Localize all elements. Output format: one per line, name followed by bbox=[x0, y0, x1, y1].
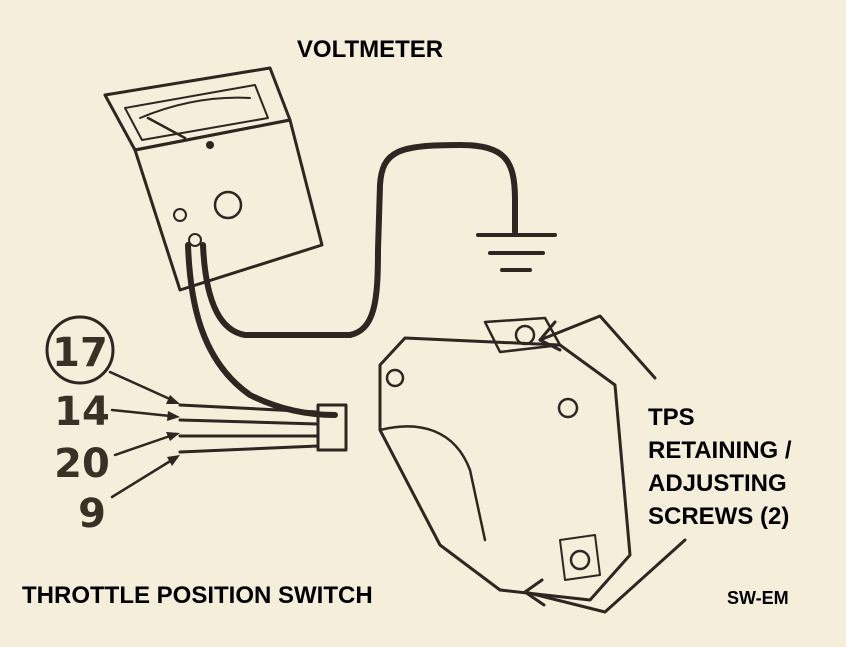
screw-icon bbox=[569, 549, 591, 571]
callout-line-4: SCREWS (2) bbox=[648, 503, 789, 530]
needle-icon bbox=[146, 116, 187, 140]
diagram-code: SW-EM bbox=[727, 588, 789, 608]
terminal-icon bbox=[173, 208, 187, 222]
wire-harness bbox=[178, 403, 320, 454]
callout-arrows bbox=[523, 314, 687, 614]
throttle-position-switch bbox=[316, 316, 632, 602]
arrow-head-icon bbox=[167, 455, 180, 466]
arrow-head-icon bbox=[166, 395, 180, 404]
screw-icon bbox=[557, 397, 579, 419]
callout-line-2: RETAINING / bbox=[648, 437, 792, 464]
zero-adjust-icon bbox=[206, 141, 214, 149]
callout-line-3: ADJUSTING bbox=[648, 470, 787, 497]
voltmeter bbox=[103, 66, 324, 292]
range-knob-icon bbox=[213, 190, 243, 220]
ground-icon bbox=[476, 233, 557, 272]
arrow-head-icon bbox=[167, 411, 180, 421]
arrow-head-icon bbox=[523, 578, 546, 607]
screw-icon bbox=[514, 324, 536, 346]
terminal-icon bbox=[188, 233, 202, 247]
component-label: THROTTLE POSITION SWITCH bbox=[22, 582, 373, 609]
arrow-head-icon bbox=[166, 432, 180, 441]
harness-wire bbox=[178, 418, 320, 426]
connector-icon bbox=[316, 403, 348, 452]
screw-icon bbox=[385, 368, 405, 388]
test-lead-to-tps bbox=[185, 242, 338, 418]
lower-screw-arrow bbox=[523, 538, 687, 614]
callout-line-1: TPS bbox=[648, 404, 695, 431]
arrow-head-icon bbox=[538, 320, 562, 352]
dial-scale-icon bbox=[139, 96, 251, 119]
test-leads bbox=[185, 142, 518, 418]
voltmeter-label: VOLTMETER bbox=[297, 36, 443, 63]
test-lead-to-ground bbox=[200, 142, 518, 338]
wire-number-17: 17 bbox=[52, 330, 108, 376]
upper-screw-arrow bbox=[538, 314, 657, 380]
wire-number-9: 9 bbox=[78, 491, 106, 537]
wire-number-20: 20 bbox=[54, 441, 110, 487]
harness-wire bbox=[178, 444, 320, 454]
wire-17-circle bbox=[45, 315, 115, 385]
wire-number-14: 14 bbox=[54, 389, 110, 435]
harness-wire bbox=[178, 403, 320, 414]
wire-number-arrows bbox=[108, 370, 180, 499]
